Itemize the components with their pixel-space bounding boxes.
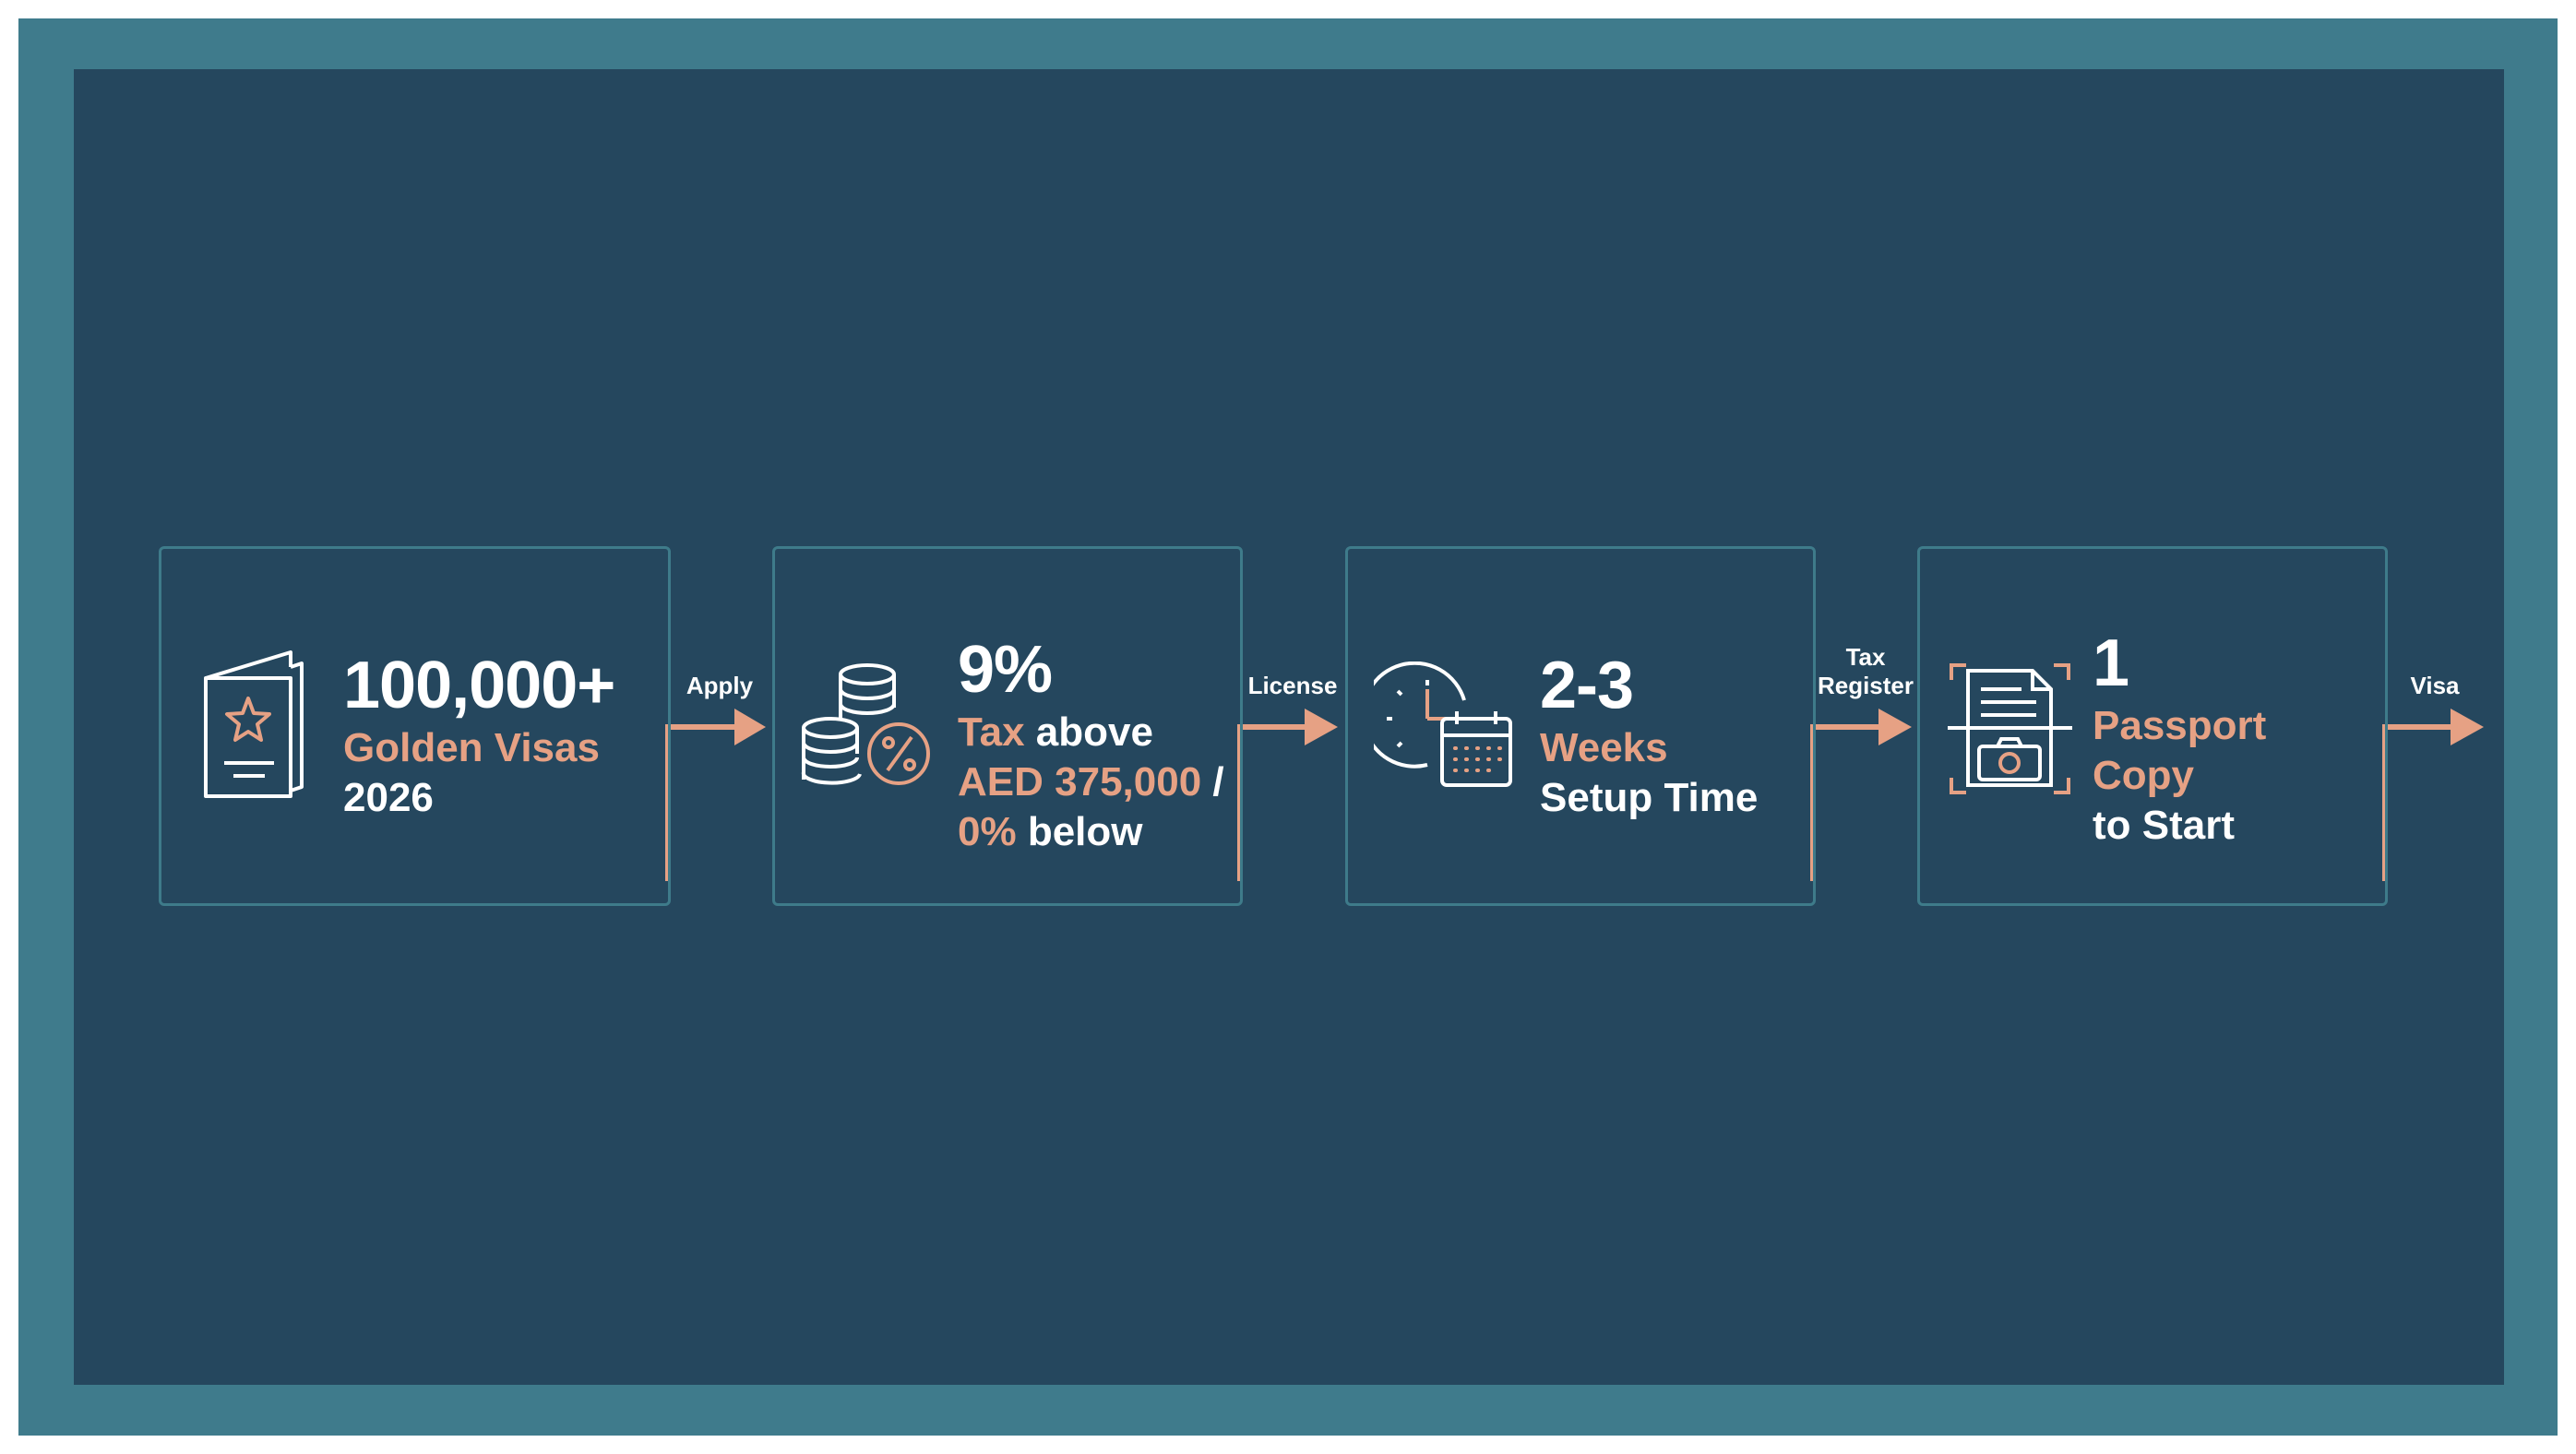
step-line-accent: Weeks bbox=[1540, 725, 1668, 770]
connector-arrow-2 bbox=[1237, 724, 1318, 881]
step-text: 100,000+ Golden Visas 2026 bbox=[343, 649, 615, 818]
step-text: 9% Tax above AED 375,000 / 0% below bbox=[958, 637, 1224, 852]
step-text: 2-3 Weeks Setup Time bbox=[1540, 652, 1758, 818]
step-line-accent: Tax bbox=[958, 709, 1025, 755]
step-card-tax: 9% Tax above AED 375,000 / 0% below bbox=[772, 546, 1243, 906]
step-line-accent: Copy bbox=[2093, 753, 2194, 798]
passport-star-icon bbox=[204, 650, 304, 798]
arrowhead-4 bbox=[2451, 709, 2484, 745]
step-line-accent: AED 375,000 bbox=[958, 759, 1202, 804]
arrowhead-3 bbox=[1878, 709, 1912, 745]
step-line-2: AED 375,000 / bbox=[958, 762, 1224, 803]
step-line-plain: Setup Time bbox=[1540, 775, 1759, 820]
step-line-2: Setup Time bbox=[1540, 778, 1758, 818]
arrowhead-1 bbox=[734, 709, 766, 745]
clock-calendar-icon bbox=[1374, 661, 1512, 787]
connector-label-license: License bbox=[1242, 672, 1343, 700]
step-line-1: Weeks bbox=[1540, 728, 1758, 769]
step-line-2: 2026 bbox=[343, 778, 614, 818]
step-text: 1 Passport Copy to Start bbox=[2093, 630, 2266, 846]
connector-label-text: Apply bbox=[686, 672, 754, 699]
step-card-passport-copy: 1 Passport Copy to Start bbox=[1917, 546, 2388, 906]
step-line-accent: 0% bbox=[958, 809, 1017, 854]
connector-label-tax-register: Tax Register bbox=[1808, 643, 1923, 700]
step-line-plain: 2026 bbox=[343, 775, 434, 820]
connector-label-text: Visa bbox=[2410, 672, 2460, 699]
step-value: 2-3 bbox=[1540, 649, 1634, 722]
connector-arrow-1 bbox=[665, 724, 747, 881]
step-line-plain: to Start bbox=[2093, 803, 2235, 848]
step-value: 1 bbox=[2093, 626, 2129, 700]
step-line-3: to Start bbox=[2093, 805, 2266, 846]
connector-arrow-3 bbox=[1810, 724, 1891, 881]
step-line-accent: Passport bbox=[2093, 703, 2267, 748]
connector-label-apply: Apply bbox=[672, 672, 768, 700]
step-line-1: Passport bbox=[2093, 706, 2266, 746]
arrowhead-2 bbox=[1305, 709, 1338, 745]
step-card-setup-time: 2-3 Weeks Setup Time bbox=[1345, 546, 1816, 906]
connector-label-visa: Visa bbox=[2393, 672, 2476, 700]
step-line-2: Copy bbox=[2093, 756, 2266, 796]
step-line-plain: below bbox=[1016, 809, 1143, 854]
step-value: 9% bbox=[958, 633, 1053, 707]
document-scan-camera-icon bbox=[1948, 663, 2072, 794]
step-line-plain: above bbox=[1024, 709, 1153, 755]
coins-percent-icon bbox=[801, 663, 930, 785]
step-value: 100,000+ bbox=[343, 649, 615, 722]
step-line-1: Tax above bbox=[958, 712, 1224, 753]
connector-label-text: Tax bbox=[1845, 643, 1886, 671]
connector-arrow-4 bbox=[2382, 724, 2463, 881]
connector-label-text: Register bbox=[1817, 672, 1914, 700]
step-line-plain: / bbox=[1201, 759, 1224, 804]
step-line-1: Golden Visas bbox=[343, 728, 614, 769]
step-line-accent: Golden Visas bbox=[343, 725, 600, 770]
step-line-3: 0% below bbox=[958, 812, 1224, 852]
connector-label-text: License bbox=[1247, 672, 1338, 699]
step-card-golden-visas: 100,000+ Golden Visas 2026 bbox=[159, 546, 671, 906]
